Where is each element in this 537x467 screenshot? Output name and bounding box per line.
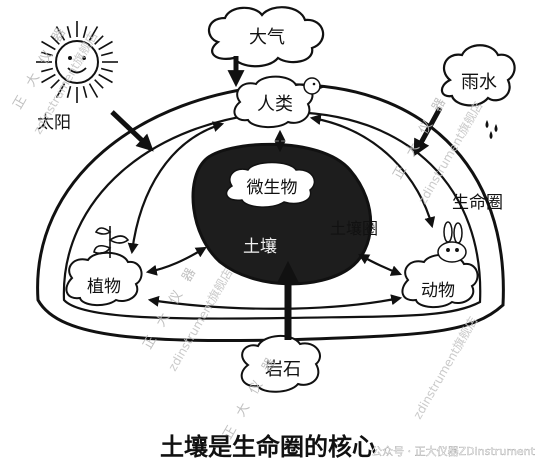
watermark-char: 正: [10, 93, 29, 112]
watermark-char: 仪: [166, 288, 185, 307]
watermark-char: 正: [220, 423, 239, 442]
watermark-char: 器: [429, 96, 448, 115]
watermark-char: 大: [403, 141, 422, 160]
sun-ray: [88, 83, 99, 98]
sun-ray: [94, 35, 104, 45]
atmosphere-label: 大气: [249, 27, 285, 48]
sun-ray: [82, 85, 88, 98]
rock-node: [240, 335, 321, 393]
credit-watermark: 公众号 · 正大仪器ZDinstrument: [371, 444, 536, 458]
sun-ray: [94, 79, 104, 89]
sun-icon: [36, 21, 118, 103]
sun-ray: [66, 85, 72, 98]
arrow-plants-animals: [147, 294, 403, 310]
sprout-icon: [93, 226, 130, 258]
watermark-char: 大: [153, 311, 172, 330]
plants-node: [65, 251, 143, 306]
sun-label: 太阳: [37, 113, 71, 133]
sun-ray: [100, 51, 113, 57]
rain-label: 雨水: [461, 72, 497, 93]
arrow-sun-to-sphere: [110, 110, 154, 152]
plants-label: 植物: [87, 277, 121, 297]
sun-ray: [50, 79, 60, 89]
rock-label: 岩石: [265, 359, 301, 380]
arrow-humans-plants: [127, 121, 225, 255]
microbes-label: 微生物: [247, 178, 298, 198]
watermark-char: 仪: [246, 378, 265, 397]
diagram-title: 土壤是生命圈的核心: [160, 433, 376, 461]
rabbit-icon: [437, 221, 467, 263]
watermark-char: 正: [390, 163, 409, 182]
humans-node: [233, 75, 314, 128]
arrow-humans-animals: [309, 114, 436, 229]
sun-ray: [41, 67, 54, 73]
watermark-char: 正: [140, 333, 159, 352]
sun-ray: [98, 40, 113, 51]
biosphere-label: 生命圈: [452, 193, 503, 213]
sun-ray: [98, 73, 113, 84]
watermark-char: 器: [259, 356, 278, 375]
raindrops-icon: [485, 120, 498, 139]
rain-cloud: [440, 44, 516, 107]
animals-node: [401, 253, 479, 308]
watermark-char: 大: [233, 401, 252, 420]
duck-icon: [303, 77, 325, 95]
watermark-char: 仪: [416, 118, 435, 137]
soil-label: 土壤: [243, 236, 277, 257]
sun-ray: [55, 83, 66, 98]
sun-ray: [82, 26, 88, 39]
soil-sphere-label: 土壤圈: [330, 219, 378, 238]
watermark-char: 仪: [36, 48, 55, 67]
watermark-char: 器: [49, 26, 68, 45]
sun-ray: [88, 26, 99, 41]
arrow-soil-animals: [358, 253, 403, 276]
sun-ray: [55, 26, 66, 41]
sun-ray: [50, 35, 60, 45]
arrow-soil-plants: [145, 246, 207, 276]
sun-ray: [41, 51, 54, 57]
sun-ray: [66, 26, 72, 39]
watermark-char: 器: [179, 266, 198, 285]
sun-ray: [41, 73, 56, 84]
humans-label: 人类: [257, 94, 293, 115]
animals-label: 动物: [421, 281, 455, 301]
interaction-arrows: [127, 114, 436, 310]
sun-ray: [41, 40, 56, 51]
watermark-store: zdinstrument旗舰店: [415, 99, 486, 207]
sun-ray: [100, 67, 113, 73]
watermark-char: 大: [23, 71, 42, 90]
